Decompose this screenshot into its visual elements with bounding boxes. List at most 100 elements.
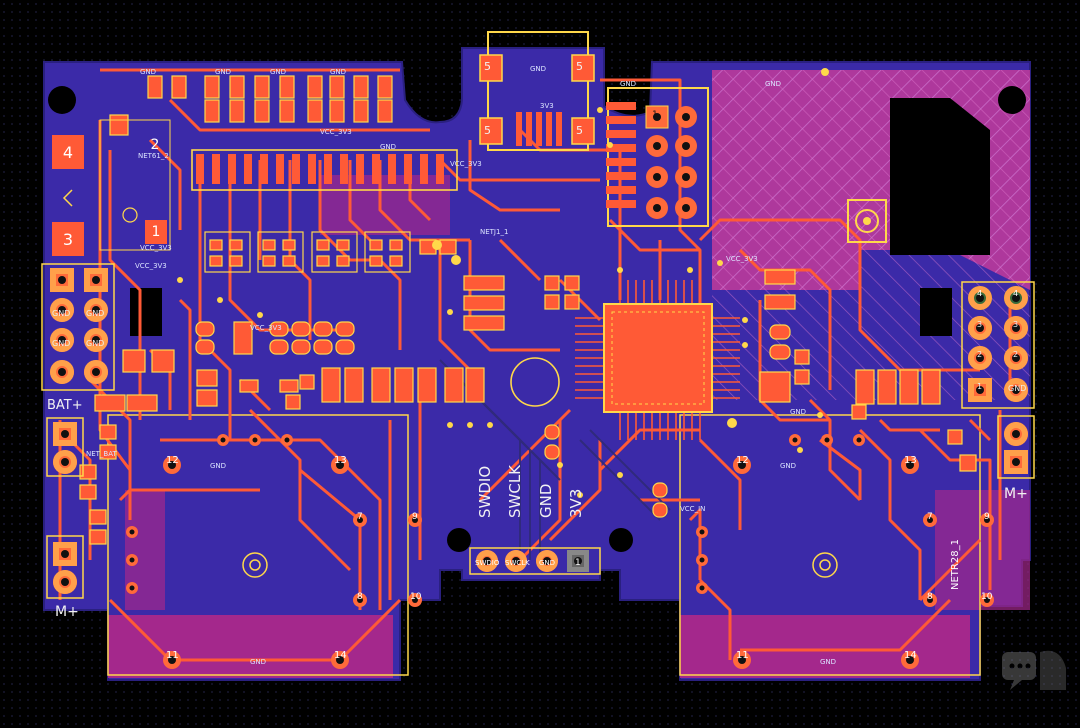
jl-pin-8: 8 <box>357 592 363 602</box>
swd-label-3v3: 3V3 <box>567 488 585 518</box>
jr-pin-9: 9 <box>984 512 990 522</box>
swd-label-swclk: SWCLK <box>506 464 524 518</box>
jr-pin-8: 8 <box>927 592 933 602</box>
swd-pad-gnd <box>536 550 558 572</box>
swd-small-swdio: SWDIO <box>475 559 500 567</box>
net-vcc-4: VCC_3V3 <box>726 255 758 263</box>
net-gnd-7: GND <box>380 143 397 151</box>
jl-pin-14: 14 <box>334 650 347 661</box>
right-header-pin-4a <box>968 286 992 310</box>
smd-mid-left-groups <box>204 231 411 273</box>
joystick-right-holes <box>696 434 994 669</box>
jl-pin-11: 11 <box>166 650 179 661</box>
usb-pad-label-2: 5 <box>576 60 583 73</box>
net-bat: NET_BAT <box>86 450 117 458</box>
right-header-label-1b: GND <box>1008 384 1027 393</box>
battery-pin-1 <box>53 422 77 446</box>
swd-small-one: 1 <box>575 558 581 568</box>
net-vcc-in: VCC_IN <box>680 505 706 513</box>
net-gnd-3: GND <box>270 68 287 76</box>
mcu-pad <box>603 303 713 413</box>
keepout-rect-right <box>920 288 952 336</box>
smd-caps-row <box>79 239 977 545</box>
keepout-rect-left <box>130 288 162 336</box>
battery-label: BAT+ <box>47 398 83 413</box>
left-header-label-2: GND <box>86 309 105 318</box>
usb-pad-label-3: 5 <box>484 124 491 137</box>
right-header-label-1a: 1 <box>977 382 983 391</box>
right-header-pin-1b <box>1004 378 1028 402</box>
right-header-pin-2b <box>1004 346 1028 370</box>
net-gnd-12: GND <box>790 408 807 416</box>
left-header-label-1: GND <box>52 309 71 318</box>
right-header-outline <box>961 281 1035 409</box>
net-gnd-2: GND <box>215 68 232 76</box>
mcu-silk <box>611 311 705 405</box>
left-header-label-4: GND <box>52 339 71 348</box>
mount-hole-tr <box>998 86 1026 114</box>
jl-pin-10: 10 <box>410 592 422 602</box>
left-header-label-3: GND <box>86 339 105 348</box>
left-header-pin-2b <box>84 298 108 322</box>
swd-small-swclk: SWCLK <box>505 559 530 567</box>
traces-mcu-fanout <box>575 280 740 440</box>
connector-6pin-smd-pads <box>606 102 636 208</box>
motor-right-pin-1 <box>1004 422 1028 446</box>
motor-left-pin-2 <box>53 570 77 594</box>
battery-conn-outline <box>46 417 84 477</box>
motor-left-pin-1 <box>53 542 77 566</box>
net-vcc-6: VCC_3V3 <box>140 244 172 252</box>
traces-bottom-copper <box>439 359 671 560</box>
jr-pin-14: 14 <box>904 650 917 661</box>
jl-pin-12: 12 <box>166 455 179 466</box>
motor-right-conn-outline <box>997 415 1035 479</box>
smd-resistor-row-top <box>147 75 393 123</box>
joystick-left-holes <box>126 434 422 669</box>
net-vcc-5: VCC_3V3 <box>250 324 282 332</box>
jl-pin-7: 7 <box>357 512 363 522</box>
crystal-outline <box>510 357 560 407</box>
net-vcc-3: VCC_3V3 <box>135 262 167 270</box>
right-header-pin-1a <box>968 378 992 402</box>
left-header-pin-1a <box>50 268 74 292</box>
switch-pad-3: 3 <box>52 222 84 256</box>
usb-gnd-label: GND <box>530 65 547 73</box>
swd-pad-swclk <box>505 550 527 572</box>
net-gnd-11: GND <box>250 658 267 666</box>
switch-pad-1: 1 <box>145 220 167 244</box>
motor-right-pin-2 <box>1004 450 1028 474</box>
left-header-pin-3a <box>50 328 74 352</box>
motor-left-conn-outline <box>46 535 84 599</box>
zone-magenta-right-lower <box>680 615 970 678</box>
right-header-label-4b: 4 <box>1013 289 1019 298</box>
usb-pad-label-4: 5 <box>576 124 583 137</box>
net-vcc-2: VCC_3V3 <box>450 160 482 168</box>
swd-header-outline <box>469 547 601 575</box>
right-header-pin-2a <box>968 346 992 370</box>
mount-hole-br <box>609 528 633 552</box>
net-gnd-10: GND <box>820 658 837 666</box>
net-gnd-6: GND <box>765 80 782 88</box>
net-gnd-8: GND <box>210 462 227 470</box>
zone-magenta-right-mid <box>935 490 1030 610</box>
mount-hole-tl <box>48 86 76 114</box>
battery-pin-2 <box>53 450 77 474</box>
net-gnd-4: GND <box>330 68 347 76</box>
jr-pin-13: 13 <box>904 455 917 466</box>
right-header-pin-3b <box>1004 316 1028 340</box>
switch-component <box>62 114 171 251</box>
left-header-pin-4a <box>50 360 74 384</box>
motor-right-label: M+ <box>1004 486 1028 502</box>
usb-connector <box>479 31 595 151</box>
logo-icon <box>1002 650 1066 690</box>
net-3v3: 3V3 <box>540 102 554 110</box>
net-vcc-1: VCC_3V3 <box>320 128 352 136</box>
jr-pin-12: 12 <box>736 455 749 466</box>
jl-pin-9: 9 <box>412 512 418 522</box>
swd-label-gnd: GND <box>537 483 555 518</box>
left-header-outline <box>41 263 115 391</box>
usb-pad-label-1: 5 <box>484 60 491 73</box>
right-header-label-4a: 4 <box>977 289 983 298</box>
left-header-pin-1b <box>84 268 108 292</box>
left-header-pin-3b <box>84 328 108 352</box>
